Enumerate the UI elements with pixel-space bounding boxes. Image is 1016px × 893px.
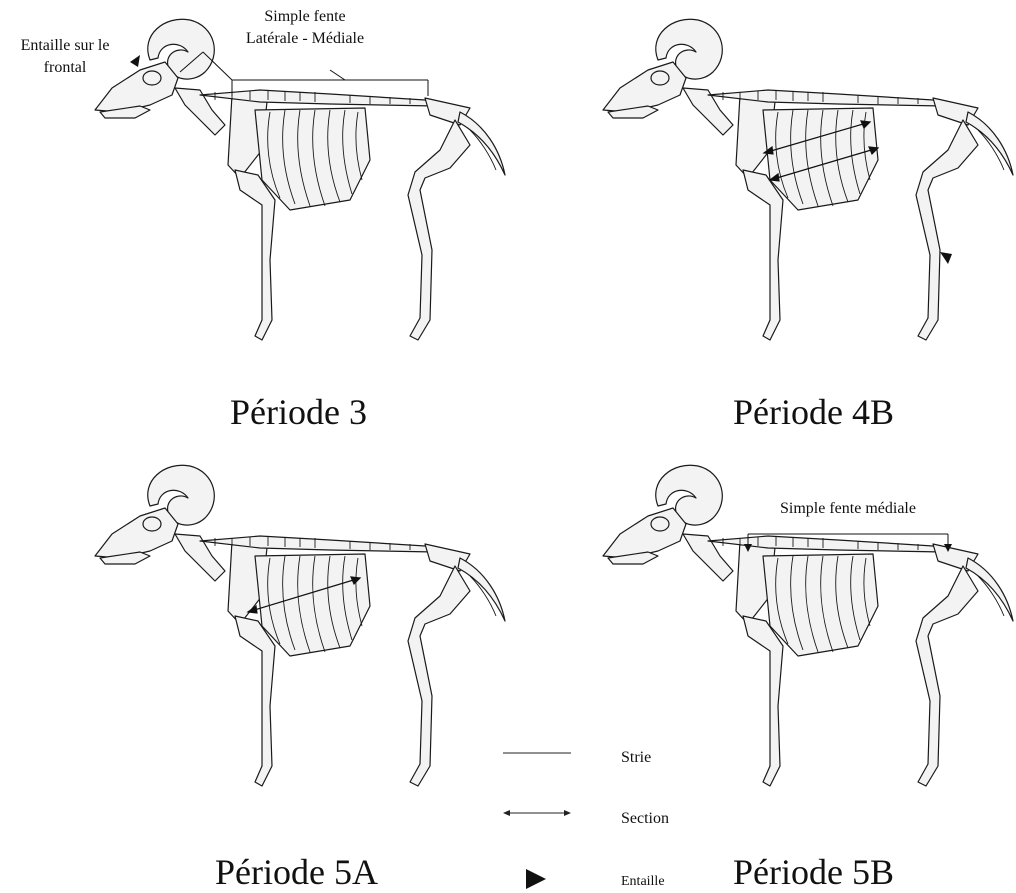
panel-periode-3: Entaille sur le frontal Simple fente Lat… — [0, 0, 508, 446]
ram-skeleton-figure — [0, 446, 508, 892]
split-label: Simple fente médiale — [758, 498, 938, 520]
notch-label: Entaille sur le frontal — [5, 35, 125, 79]
ram-skeleton-figure — [508, 0, 1016, 446]
panel-title: Période 5A — [215, 854, 378, 890]
panel-periode-5a: Période 5A — [0, 446, 508, 892]
notch-label-line1: Entaille sur le — [5, 35, 125, 57]
split-label-line2: Latérale - Médiale — [220, 28, 390, 50]
legend: Strie Section Entaille — [495, 740, 695, 893]
legend-label-strie: Strie — [621, 749, 651, 767]
panel-title: Période 5B — [733, 854, 894, 890]
split-label-line1: Simple fente — [220, 6, 390, 28]
panel-title: Période 4B — [733, 394, 894, 430]
legend-symbols — [495, 740, 585, 893]
panel-periode-4b: Période 4B — [508, 0, 1016, 446]
split-bracket — [180, 52, 428, 96]
panel-title: Période 3 — [230, 394, 367, 430]
notch-triangle-marker — [130, 55, 140, 67]
legend-triangle-symbol — [526, 869, 546, 889]
legend-label-entaille: Entaille — [621, 874, 665, 890]
legend-double-arrow-symbol — [503, 810, 571, 816]
notch-triangle-marker — [940, 252, 952, 264]
notch-label-line2: frontal — [5, 57, 125, 79]
legend-label-section: Section — [621, 810, 669, 828]
split-label: Simple fente Latérale - Médiale — [220, 6, 390, 50]
